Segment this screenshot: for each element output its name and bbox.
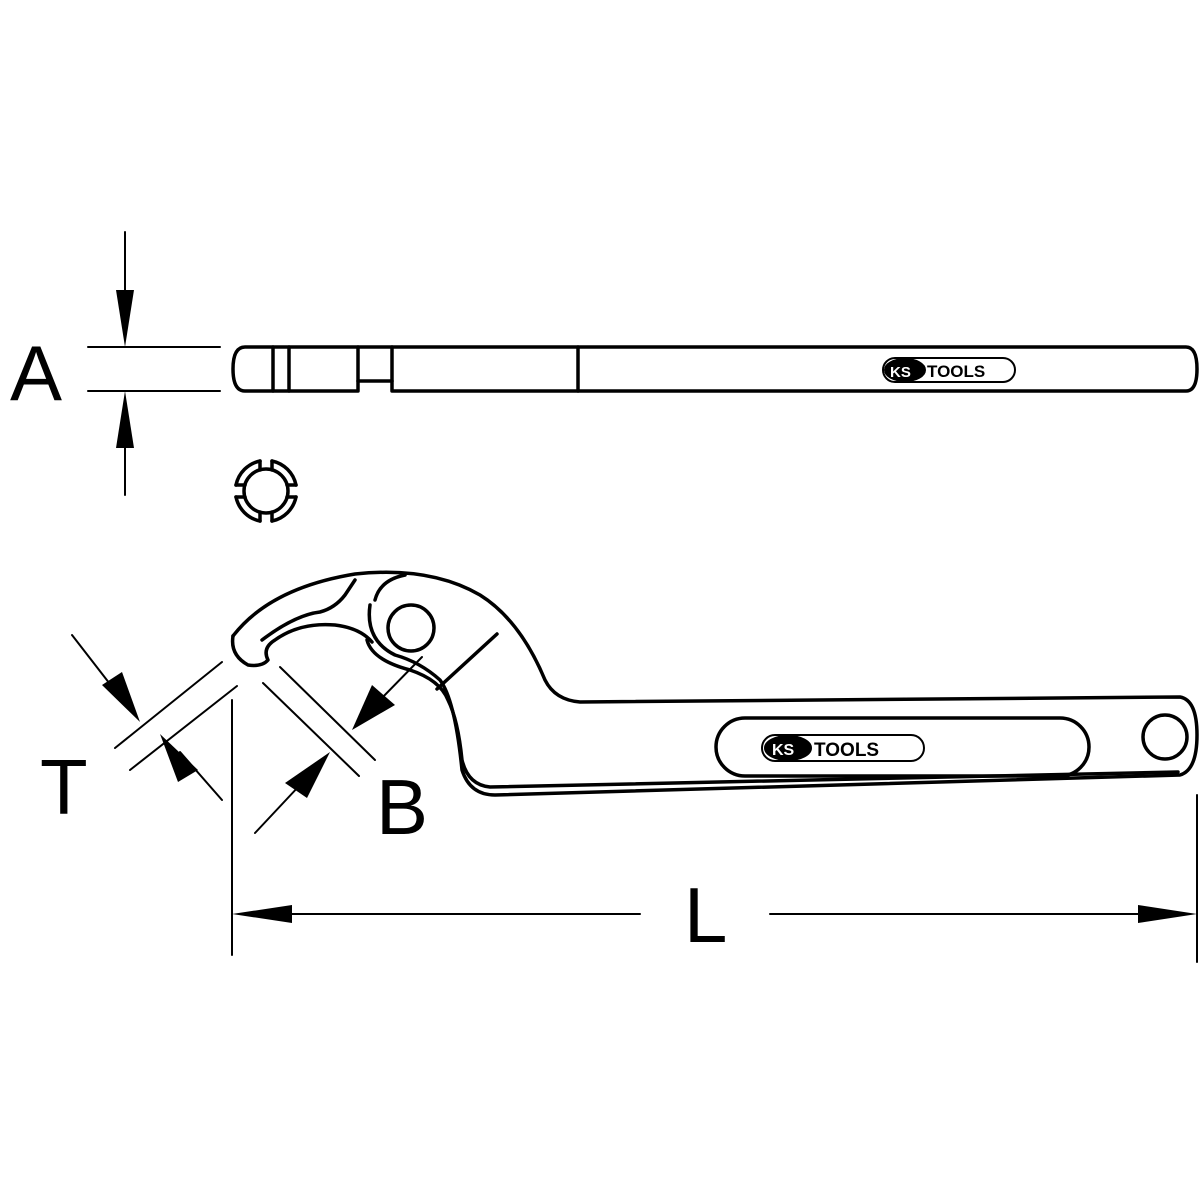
svg-text:KS: KS	[890, 364, 911, 381]
end-view-icon	[234, 459, 298, 523]
svg-text:KS: KS	[772, 742, 795, 759]
dimension-label-a: A	[10, 329, 63, 417]
dimension-b	[254, 656, 423, 834]
svg-text:TOOLS: TOOLS	[927, 362, 985, 381]
wrench-side-view	[231, 345, 1199, 393]
wrench-front-view	[230, 570, 1199, 797]
ks-tools-logo: KS TOOLS	[882, 357, 1016, 383]
dimension-label-l: L	[684, 871, 728, 959]
dimension-l	[231, 699, 1198, 963]
dimension-label-b: B	[376, 763, 429, 851]
svg-text:TOOLS: TOOLS	[814, 740, 879, 761]
ks-tools-logo-handle: KS TOOLS	[761, 734, 925, 762]
dimension-a	[87, 231, 221, 496]
dimension-t	[71, 634, 238, 801]
dimension-label-t: T	[40, 743, 88, 831]
